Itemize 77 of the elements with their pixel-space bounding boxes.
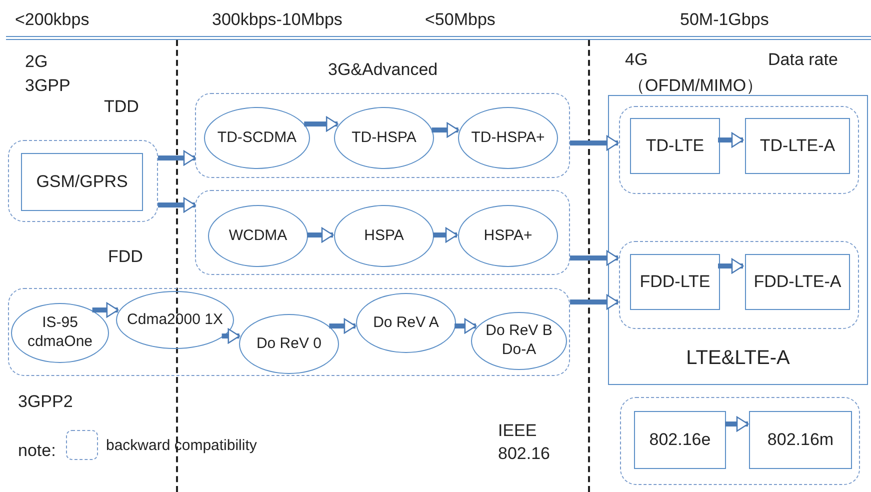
- dashed-group-box: [619, 241, 859, 329]
- text-label: 3GPP: [25, 76, 70, 96]
- node-label: Do ReV 0: [256, 334, 322, 354]
- node-label: TD-SCDMA: [217, 128, 297, 148]
- rect-node: [745, 254, 850, 310]
- ellipse-node: [356, 293, 456, 353]
- block-arrow: [307, 227, 334, 243]
- text-label: IEEE 802.16: [498, 420, 551, 465]
- block-arrow: [718, 132, 744, 148]
- block-arrow: [158, 197, 196, 213]
- ellipse-node: [11, 303, 109, 363]
- block-arrow: [570, 135, 619, 151]
- legend-label: backward compatibility: [106, 437, 257, 454]
- text-label: Data rate: [768, 50, 838, 70]
- node-label: IS-95 cdmaOne: [26, 314, 94, 352]
- ellipse-node: [334, 107, 434, 169]
- text-label: （OFDM/MIMO）: [628, 75, 764, 97]
- rect-node: [634, 411, 726, 469]
- block-arrow: [433, 227, 458, 243]
- rect-node: [630, 118, 720, 174]
- text-label: 3GPP2: [18, 392, 73, 412]
- ellipse-node: [116, 291, 234, 349]
- text-label: FDD: [108, 247, 143, 267]
- node-label: Do ReV A: [373, 314, 439, 332]
- ellipse-node: [334, 205, 434, 267]
- node-label: GSM/GPRS: [36, 171, 128, 193]
- dashed-group-box: [195, 190, 570, 275]
- dashed-group-box: [195, 93, 570, 178]
- block-arrow: [725, 416, 749, 432]
- rect-node: [745, 118, 850, 174]
- node-label: HSPA+: [484, 226, 532, 246]
- text-label: TDD: [104, 97, 139, 117]
- node-label: Do ReV B Do-A: [484, 322, 554, 360]
- ellipse-node: [239, 314, 339, 374]
- node-label: HSPA: [364, 226, 404, 246]
- node-label: FDD-LTE: [640, 271, 710, 293]
- node-label: FDD-LTE-A: [754, 271, 842, 293]
- text-label: 50M-1Gbps: [680, 10, 769, 30]
- block-arrow: [158, 150, 196, 166]
- node-label: 802.16e: [649, 429, 711, 451]
- node-label: TD-LTE-A: [760, 135, 836, 157]
- ellipse-node: [208, 205, 308, 267]
- node-label: TD-HSPA: [352, 128, 416, 148]
- group-box: [608, 95, 868, 385]
- block-arrow: [570, 294, 619, 310]
- block-arrow: [92, 302, 119, 318]
- block-arrow: [222, 328, 240, 344]
- rect-node: [630, 254, 720, 310]
- node-label: WCDMA: [228, 226, 288, 246]
- node-label: 802.16m: [767, 429, 834, 451]
- block-arrow: [718, 258, 744, 274]
- ellipse-node: [458, 107, 558, 169]
- text-label: <50Mbps: [425, 10, 496, 30]
- text-label: 2G: [25, 52, 48, 72]
- block-arrow: [570, 250, 619, 266]
- rect-node: [749, 411, 852, 469]
- rect-node: [21, 153, 143, 211]
- block-arrow: [304, 116, 338, 132]
- block-arrow: [329, 318, 356, 334]
- dashed-group-box: [620, 397, 860, 485]
- block-arrow: [432, 122, 459, 138]
- dashed-group-box: [8, 288, 570, 376]
- text-label: 3G&Advanced: [328, 60, 438, 80]
- node-label: TD-LTE: [646, 135, 704, 157]
- text-label: note:: [18, 441, 56, 461]
- text-label: 300kbps-10Mbps: [212, 10, 342, 30]
- dashed-group-box: [8, 140, 158, 222]
- node-label: Cdma2000 1X: [127, 310, 223, 330]
- text-label: <200kbps: [15, 10, 90, 30]
- dashed-group-box: [619, 106, 859, 194]
- text-label: 4G: [625, 50, 648, 70]
- node-label: TD-HSPA+: [471, 128, 545, 148]
- ellipse-node: [471, 312, 567, 370]
- ellipse-node: [458, 205, 558, 267]
- block-arrow: [454, 318, 477, 334]
- group-title: LTE&LTE-A: [685, 346, 791, 371]
- ellipse-node: [204, 107, 310, 169]
